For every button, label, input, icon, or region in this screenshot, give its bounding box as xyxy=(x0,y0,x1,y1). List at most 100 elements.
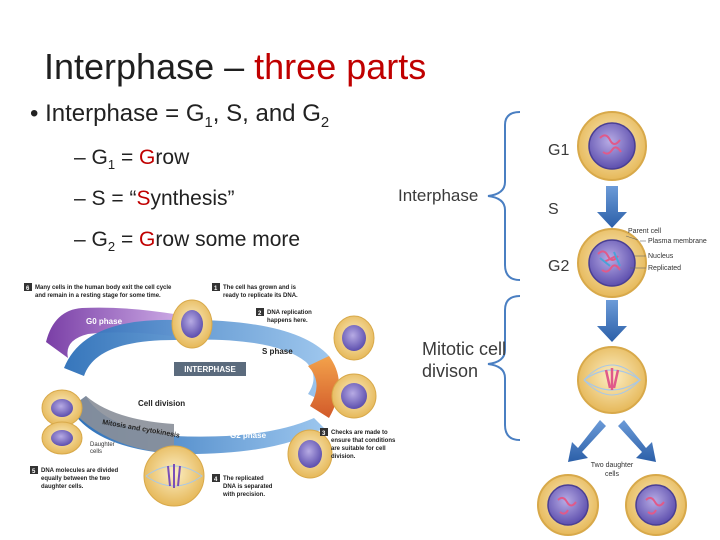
sub-red-letter: G xyxy=(139,228,156,251)
cell-legend: Parent cell Plasma membrane Nucleus Repl… xyxy=(625,228,707,272)
g1-label: G1 phase xyxy=(124,351,161,360)
cycle-cell-4 xyxy=(287,429,333,479)
dividing-cell xyxy=(143,445,205,507)
sub-eq: = xyxy=(115,146,140,169)
note-line: happens here. xyxy=(267,318,308,324)
title-main: Interphase – xyxy=(44,46,255,87)
daughter-cells-label-1: Daughter xyxy=(90,442,115,448)
bullet-mid: , S, and G xyxy=(212,100,321,127)
cycle-cell-2 xyxy=(333,315,375,361)
g1-cell xyxy=(577,111,647,181)
g1-s-band xyxy=(64,319,336,403)
note-5: 5 DNA molecules are divided equally betw… xyxy=(30,466,118,490)
s-phase-band xyxy=(308,356,339,418)
bullet-prefix: Interphase = G xyxy=(45,100,205,127)
stage-s-label: S xyxy=(548,201,559,218)
main-bullet: • Interphase = G1, S, and G2 xyxy=(30,100,329,131)
note-line: DNA is separated xyxy=(223,484,273,490)
bullet-sub1: 1 xyxy=(204,114,213,131)
sub-bullet-g1: – G1 = Grow xyxy=(74,146,189,172)
cell-division-label: Cell division xyxy=(138,399,185,408)
sub-dash: – xyxy=(74,146,92,169)
note-line: and remain in a resting stage for some t… xyxy=(35,293,161,299)
interphase-text: INTERPHASE xyxy=(184,365,236,374)
sub-g: G xyxy=(91,146,108,169)
note-line: DNA molecules are divided xyxy=(41,468,118,474)
mitotic-bracket xyxy=(487,295,521,441)
mitotic-label-1: Mitotic cell xyxy=(422,339,506,359)
mitotic-cell xyxy=(577,346,647,414)
note-line: The replicated xyxy=(223,476,264,482)
note-number: 6 xyxy=(26,286,30,292)
slide-title: Interphase – three parts xyxy=(44,46,426,88)
daughter-cell-right xyxy=(625,474,687,536)
title-accent: three parts xyxy=(254,46,427,87)
sub-rest: row some more xyxy=(155,228,301,251)
sub-s: S xyxy=(91,187,106,210)
note-line: Checks are made to xyxy=(331,430,388,436)
daughter-cells-label-2: cells xyxy=(90,449,102,455)
sub-eq: = “ xyxy=(105,187,137,210)
note-line: equally between the two xyxy=(41,476,110,482)
note-2: 2 DNA replication happens here. xyxy=(256,308,312,324)
mitosis-band xyxy=(70,396,174,454)
sub-red-letter: G xyxy=(139,146,156,169)
g0-label: G0 phase xyxy=(86,317,123,326)
interphase-label: Interphase xyxy=(398,186,478,205)
sub-g: G xyxy=(91,228,108,251)
sub-dash: – xyxy=(74,187,92,210)
bullet-sub2: 2 xyxy=(320,114,330,131)
arrow-down-right-icon xyxy=(618,420,656,462)
sub-rest: ynthesis” xyxy=(150,187,235,210)
g0-band xyxy=(46,307,174,358)
sub-rest: row xyxy=(155,146,190,169)
interphase-box xyxy=(174,362,246,376)
note-line: DNA replication xyxy=(267,310,312,316)
arrow-down-icon xyxy=(597,186,627,228)
note-number: 5 xyxy=(32,469,36,475)
note-number: 4 xyxy=(214,477,218,483)
note-line: ensure that conditions xyxy=(331,438,396,444)
sub-dash: – xyxy=(74,228,92,251)
note-number: 1 xyxy=(214,286,218,292)
legend-parent-cell: Parent cell xyxy=(628,228,662,235)
note-line: ready to replicate its DNA. xyxy=(223,293,298,299)
note-line: with precision. xyxy=(222,492,265,498)
sub-g-sub: 1 xyxy=(107,157,116,173)
legend-plasma-membrane: Plasma membrane xyxy=(648,238,707,245)
note-line: Many cells in the human body exit the ce… xyxy=(35,285,172,291)
mitotic-label-2: divison xyxy=(422,361,478,381)
note-number: 3 xyxy=(322,431,326,437)
note-4: 4 The replicated DNA is separated with p… xyxy=(212,474,273,498)
sub-bullet-s: – S = “Synthesis” xyxy=(74,187,235,211)
g2-cell xyxy=(577,228,647,298)
note-line: The cell has grown and is xyxy=(223,285,297,291)
stage-g2-label: G2 xyxy=(548,258,569,275)
note-line: division. xyxy=(331,454,356,460)
note-3: 3 Checks are made to ensure that conditi… xyxy=(320,428,396,460)
cycle-cell-1 xyxy=(171,299,213,349)
s-label: S phase xyxy=(262,347,293,356)
g2-label: G2 phase xyxy=(230,431,267,440)
note-6: 6 Many cells in the human body exit the … xyxy=(24,283,172,299)
legend-nucleus: Nucleus xyxy=(648,253,674,260)
sub-eq: = xyxy=(115,228,140,251)
note-line: are suitable for cell xyxy=(331,446,386,452)
legend-replicated: Replicated xyxy=(648,265,681,272)
two-daughter-label-2: cells xyxy=(605,471,620,478)
note-1: 1 The cell has grown and is ready to rep… xyxy=(212,283,298,299)
sub-g-sub: 2 xyxy=(107,239,116,255)
daughter-cells-small xyxy=(41,389,83,455)
bullet-dot: • xyxy=(30,100,46,127)
sub-bullet-g2: – G2 = Grow some more xyxy=(74,228,300,254)
cycle-cell-3 xyxy=(331,373,377,419)
arrow-down-left-icon xyxy=(568,420,606,462)
note-number: 2 xyxy=(258,311,262,317)
note-line: daughter cells. xyxy=(41,484,84,490)
interphase-bracket xyxy=(487,111,521,281)
two-daughter-label-1: Two daughter xyxy=(591,462,634,469)
sub-red-letter: S xyxy=(136,187,151,210)
cell-cycle-diagram: G0 phase G1 phase S phase INTERPHASE Cel… xyxy=(24,283,396,507)
